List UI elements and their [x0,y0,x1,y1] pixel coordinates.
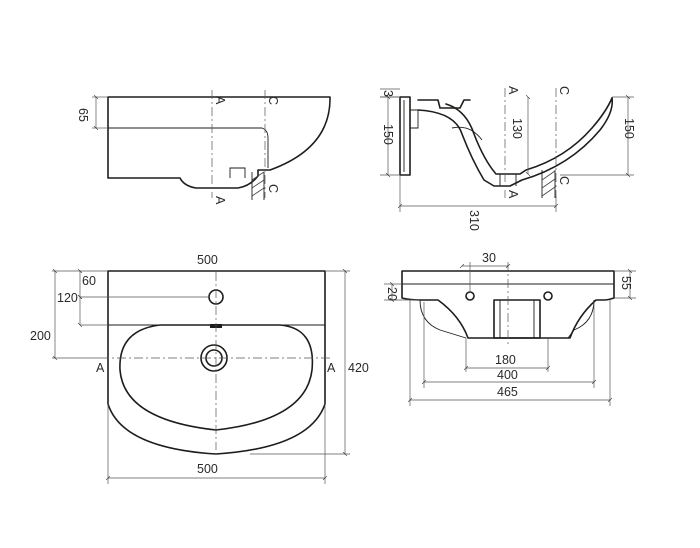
side-view-drain-step [229,167,246,178]
side-view: A A C C 65 [76,90,331,205]
side-view-inner-line [108,127,269,168]
section-label-a-bottom-right: A [506,190,520,199]
section-rim [417,99,471,109]
section-bowl-inner [445,97,613,175]
section-label-c-bottom: C [266,184,280,193]
plan-view: A A 500 60 120 200 420 500 [30,253,369,484]
section-label-a-bottom: A [213,196,227,205]
section-label-c-top-right: C [557,86,571,95]
dim-label-500-top: 500 [197,253,218,267]
dim-label-130: 130 [510,118,524,139]
wall-hatch-right [541,170,556,198]
dim-label-65: 65 [76,108,90,122]
dim-label-180: 180 [495,353,516,367]
dim-label-20: 20 [385,287,399,301]
plan-outline [107,270,326,455]
section-label-a-top-right: A [506,86,520,95]
dim-label-30: 30 [482,251,496,265]
dim-label-150-left: 150 [381,124,395,145]
front-pedestal [493,299,541,339]
wall-hatch-left [251,171,265,200]
dim-label-310: 310 [467,210,481,231]
dim-label-465: 465 [497,385,518,399]
dim-label-3: 3 [381,90,395,97]
front-tap-hole-left [465,291,475,301]
dim-label-120: 120 [57,291,78,305]
section-bracket [399,96,411,176]
dim-label-500-bottom: 500 [197,462,218,476]
dim-label-400: 400 [497,368,518,382]
dim-label-420: 420 [348,361,369,375]
front-view: 30 20 55 180 400 465 [384,251,636,406]
section-bowl-outer [417,97,614,187]
side-view-outline [107,96,331,189]
dim-label-60: 60 [82,274,96,288]
dim-label-150-right: 150 [622,118,636,139]
section-label-c-top: C [266,96,280,105]
section-label-a-left: A [96,361,105,375]
section-view: A A C C 3 150 130 150 310 [380,86,636,231]
section-label-a-top: A [213,96,227,105]
dim-label-55: 55 [619,276,633,290]
front-tap-hole-right [543,291,553,301]
dim-label-200: 200 [30,329,51,343]
section-label-a-right: A [327,361,336,375]
section-label-c-bottom-right: C [557,176,571,185]
